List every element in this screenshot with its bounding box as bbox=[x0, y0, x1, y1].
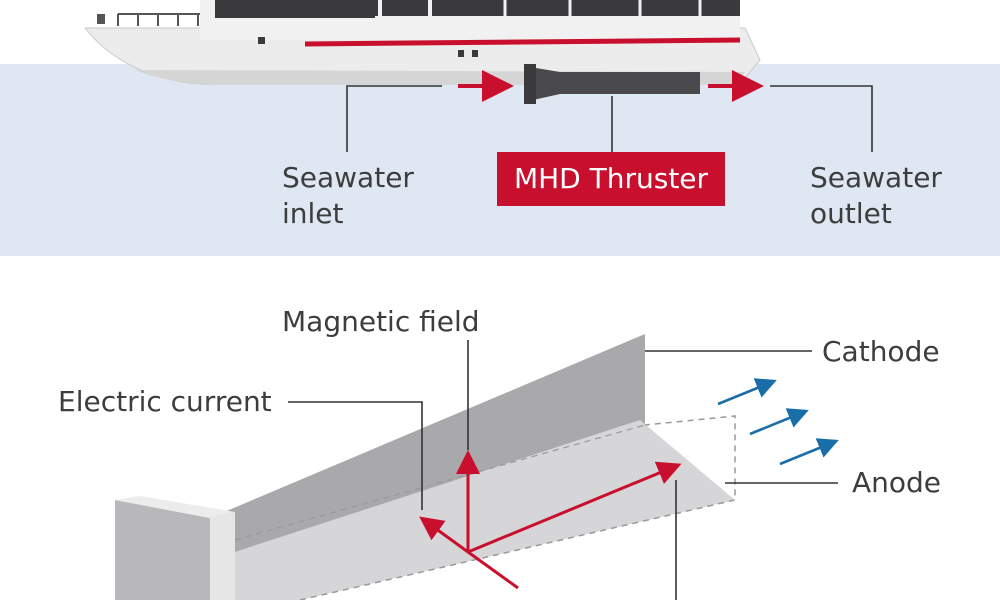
seawater-outlet-label: Seawater outlet bbox=[810, 161, 942, 230]
top-leader-lines bbox=[346, 85, 873, 152]
thruster-body bbox=[524, 64, 700, 104]
seawater-inlet-label: Seawater inlet bbox=[282, 161, 414, 230]
magnetic-field-label: Magnetic field bbox=[282, 305, 480, 338]
force-vectors bbox=[419, 450, 682, 590]
bottom-leader-lines bbox=[288, 340, 838, 600]
electric-current-label: Electric current bbox=[58, 385, 272, 418]
outflow-arrows bbox=[717, 378, 839, 466]
channel-dashed-outline bbox=[299, 415, 736, 600]
mhd-thruster-label: MHD Thruster bbox=[497, 152, 725, 206]
channel-end-cap bbox=[115, 500, 210, 600]
ship-illustration bbox=[83, 0, 761, 85]
anode-label: Anode bbox=[852, 466, 942, 499]
anode-floor bbox=[210, 420, 735, 600]
cathode-label: Cathode bbox=[822, 335, 940, 368]
